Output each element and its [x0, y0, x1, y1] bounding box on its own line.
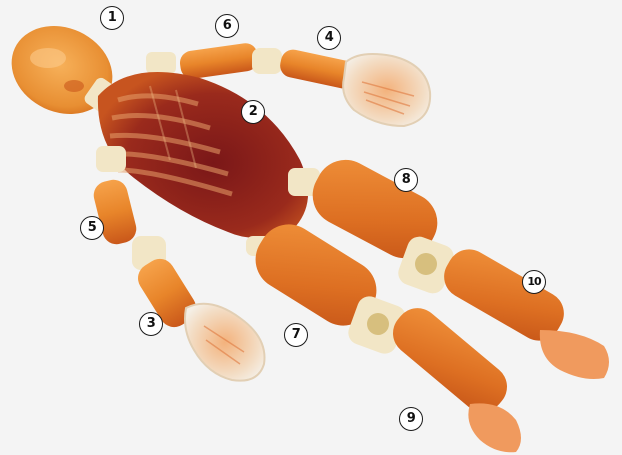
marker-1: 1: [100, 6, 124, 30]
marker-9: 9: [399, 407, 423, 431]
marker-7: 7: [284, 323, 308, 347]
shoulder-joint: [96, 146, 126, 172]
foot-lower-segment: [468, 403, 521, 452]
right-hand-segment: [343, 54, 430, 126]
marker-5: 5: [80, 216, 104, 240]
foot-upper-segment: [540, 330, 609, 379]
marker-10: 10: [522, 270, 546, 294]
marker-4: 4: [317, 26, 341, 50]
marker-8: 8: [394, 168, 418, 192]
left-hand-segment: [185, 304, 265, 381]
marker-6: 6: [215, 14, 239, 38]
marker-2: 2: [241, 100, 265, 124]
marker-3: 3: [139, 312, 163, 336]
